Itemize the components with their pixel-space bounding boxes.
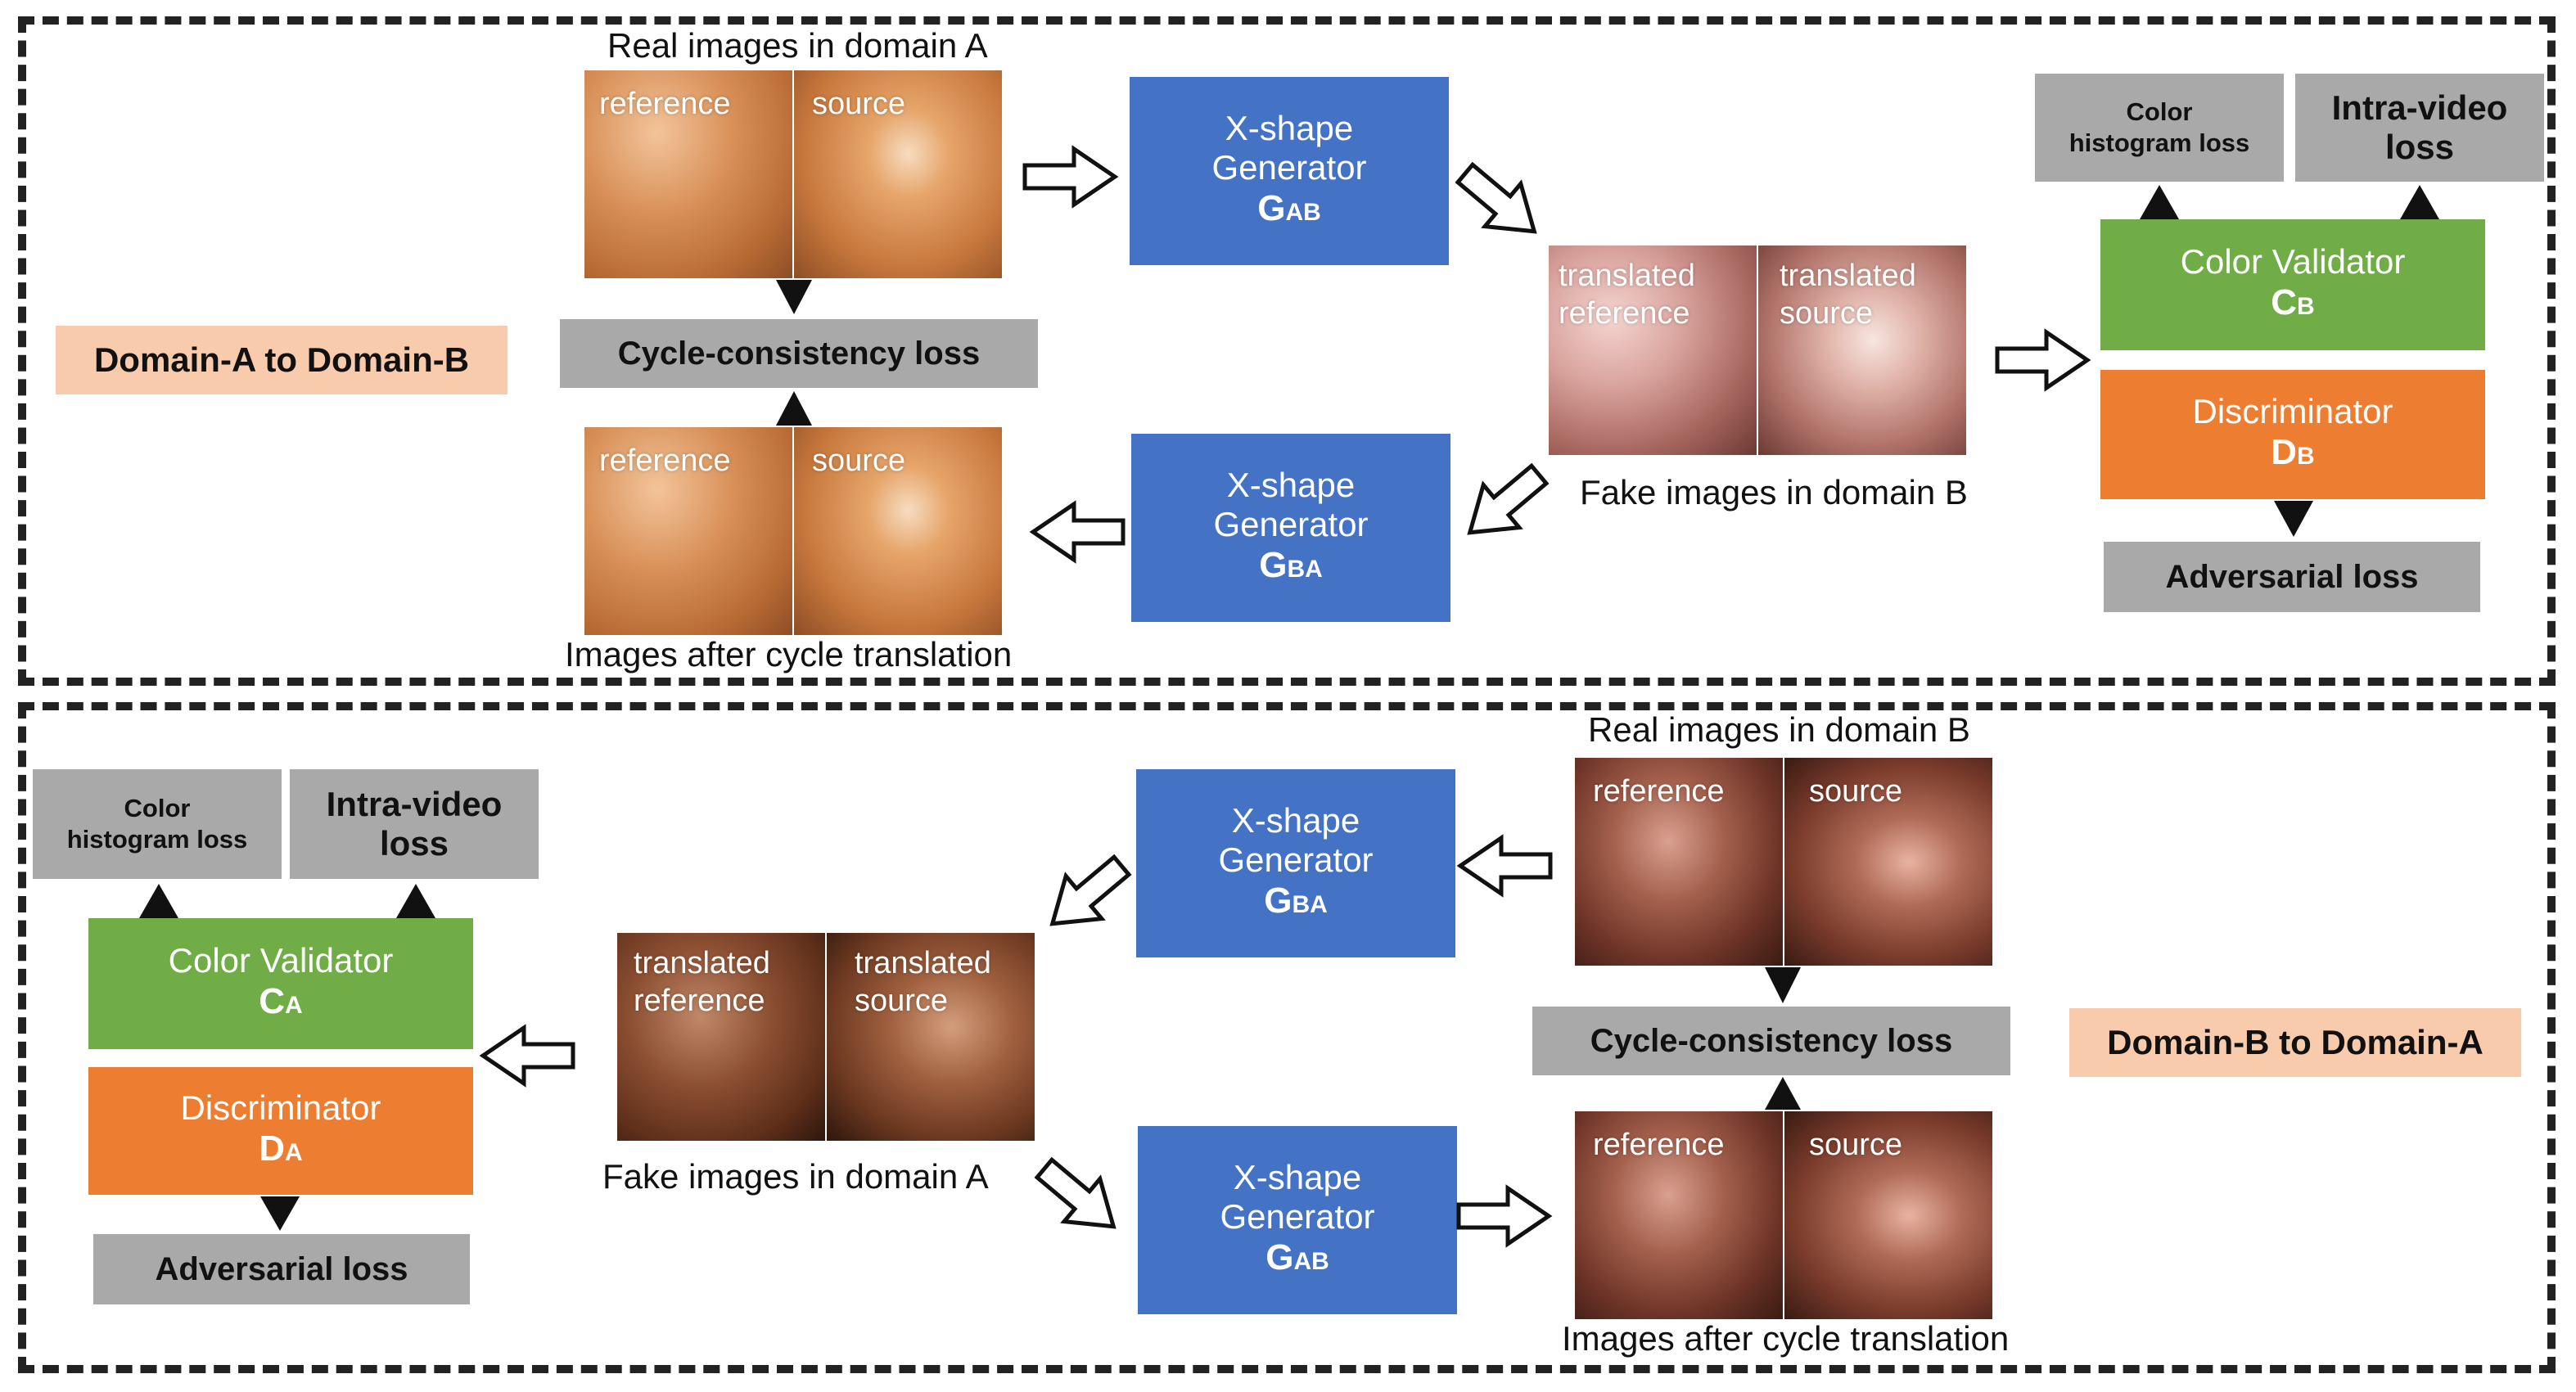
color-validator-top: Color Validator CB bbox=[2100, 219, 2485, 350]
color-histogram-loss-top: Color histogram loss bbox=[2035, 74, 2284, 182]
tri-real-to-cycle-loss-bottom bbox=[1765, 967, 1801, 1003]
arrow-fake-to-validator-top bbox=[1997, 332, 2087, 388]
domain-label-bottom: Domain-B to Domain-A bbox=[2069, 1008, 2521, 1077]
fake-images-caption-bottom: Fake images in domain A bbox=[602, 1157, 989, 1196]
cycle-images-caption-top: Images after cycle translation bbox=[565, 635, 1013, 673]
generator-gab-bottom: X-shape Generator GAB bbox=[1138, 1126, 1457, 1314]
top-panel bbox=[18, 16, 2556, 686]
cycle-consistency-loss-top: Cycle-consistency loss bbox=[560, 319, 1038, 388]
adversarial-loss-bottom: Adversarial loss bbox=[93, 1234, 470, 1304]
arrow-real-to-gab-top bbox=[1025, 149, 1115, 205]
color-validator-bottom: Color Validator CA bbox=[88, 918, 473, 1049]
arrow-fake-to-gba-top bbox=[1452, 453, 1557, 554]
tri-validator-to-hist-bottom bbox=[139, 884, 178, 918]
image-label: source bbox=[812, 444, 906, 478]
arrow-gab-to-cycle-bottom bbox=[1459, 1188, 1549, 1244]
arrow-fake-to-validator-bottom bbox=[483, 1028, 573, 1083]
arrow-real-to-gba-bottom bbox=[1460, 838, 1550, 894]
generator-gba-top: X-shape Generator GBA bbox=[1131, 434, 1450, 622]
arrow-fake-to-gab-bottom bbox=[1026, 1147, 1131, 1248]
discriminator-top: Discriminator DB bbox=[2100, 370, 2485, 499]
intra-video-loss-top: Intra-video loss bbox=[2295, 74, 2544, 182]
real-image-reference-a: reference bbox=[584, 70, 792, 278]
real-images-caption-top: Real images in domain A bbox=[607, 26, 988, 65]
image-label: reference bbox=[1593, 774, 1725, 809]
arrow-gba-to-fake-bottom bbox=[1035, 845, 1139, 945]
cycle-image-reference-a: reference bbox=[584, 427, 792, 635]
cycle-consistency-loss-bottom: Cycle-consistency loss bbox=[1532, 1007, 2010, 1075]
image-label: reference bbox=[599, 87, 731, 121]
arrow-gba-to-cycle-top bbox=[1033, 504, 1123, 560]
tri-validator-to-intra-bottom bbox=[396, 884, 435, 918]
cycle-image-source-b: source bbox=[1784, 1111, 1992, 1319]
real-image-source-a: source bbox=[794, 70, 1002, 278]
tri-validator-to-hist-top bbox=[2140, 185, 2179, 219]
discriminator-bottom: Discriminator DA bbox=[88, 1067, 473, 1195]
tri-real-to-cycle-loss-top bbox=[776, 280, 812, 314]
adversarial-loss-top: Adversarial loss bbox=[2104, 542, 2480, 612]
image-label: source bbox=[812, 87, 906, 121]
image-label: reference bbox=[599, 444, 731, 478]
tri-cycle-to-cycle-loss-bottom bbox=[1765, 1077, 1801, 1110]
arrow-gab-to-fake-top bbox=[1447, 152, 1552, 253]
generator-gab-top: X-shape Generator GAB bbox=[1130, 77, 1449, 265]
bottom-panel bbox=[18, 702, 2556, 1373]
real-image-reference-b: reference bbox=[1575, 758, 1783, 966]
image-label: reference bbox=[1593, 1128, 1725, 1162]
cycle-image-reference-b: reference bbox=[1575, 1111, 1783, 1319]
intra-video-loss-bottom: Intra-video loss bbox=[290, 769, 539, 879]
real-image-source-b: source bbox=[1784, 758, 1992, 966]
real-images-caption-bottom: Real images in domain B bbox=[1588, 710, 1970, 749]
generator-gba-bottom: X-shape Generator GBA bbox=[1136, 769, 1455, 957]
image-label: source bbox=[1809, 774, 1903, 809]
cycle-image-source-a: source bbox=[794, 427, 1002, 635]
cycle-images-caption-bottom: Images after cycle translation bbox=[1562, 1319, 2010, 1358]
color-histogram-loss-bottom: Color histogram loss bbox=[33, 769, 282, 879]
tri-disc-to-adv-top bbox=[2274, 501, 2313, 537]
tri-validator-to-intra-top bbox=[2400, 185, 2439, 219]
domain-label-top: Domain-A to Domain-B bbox=[56, 326, 508, 394]
tri-disc-to-adv-bottom bbox=[260, 1196, 300, 1231]
image-label: source bbox=[1809, 1128, 1903, 1162]
tri-cycle-to-cycle-loss-top bbox=[776, 391, 812, 426]
fake-images-caption-top: Fake images in domain B bbox=[1580, 473, 1968, 511]
